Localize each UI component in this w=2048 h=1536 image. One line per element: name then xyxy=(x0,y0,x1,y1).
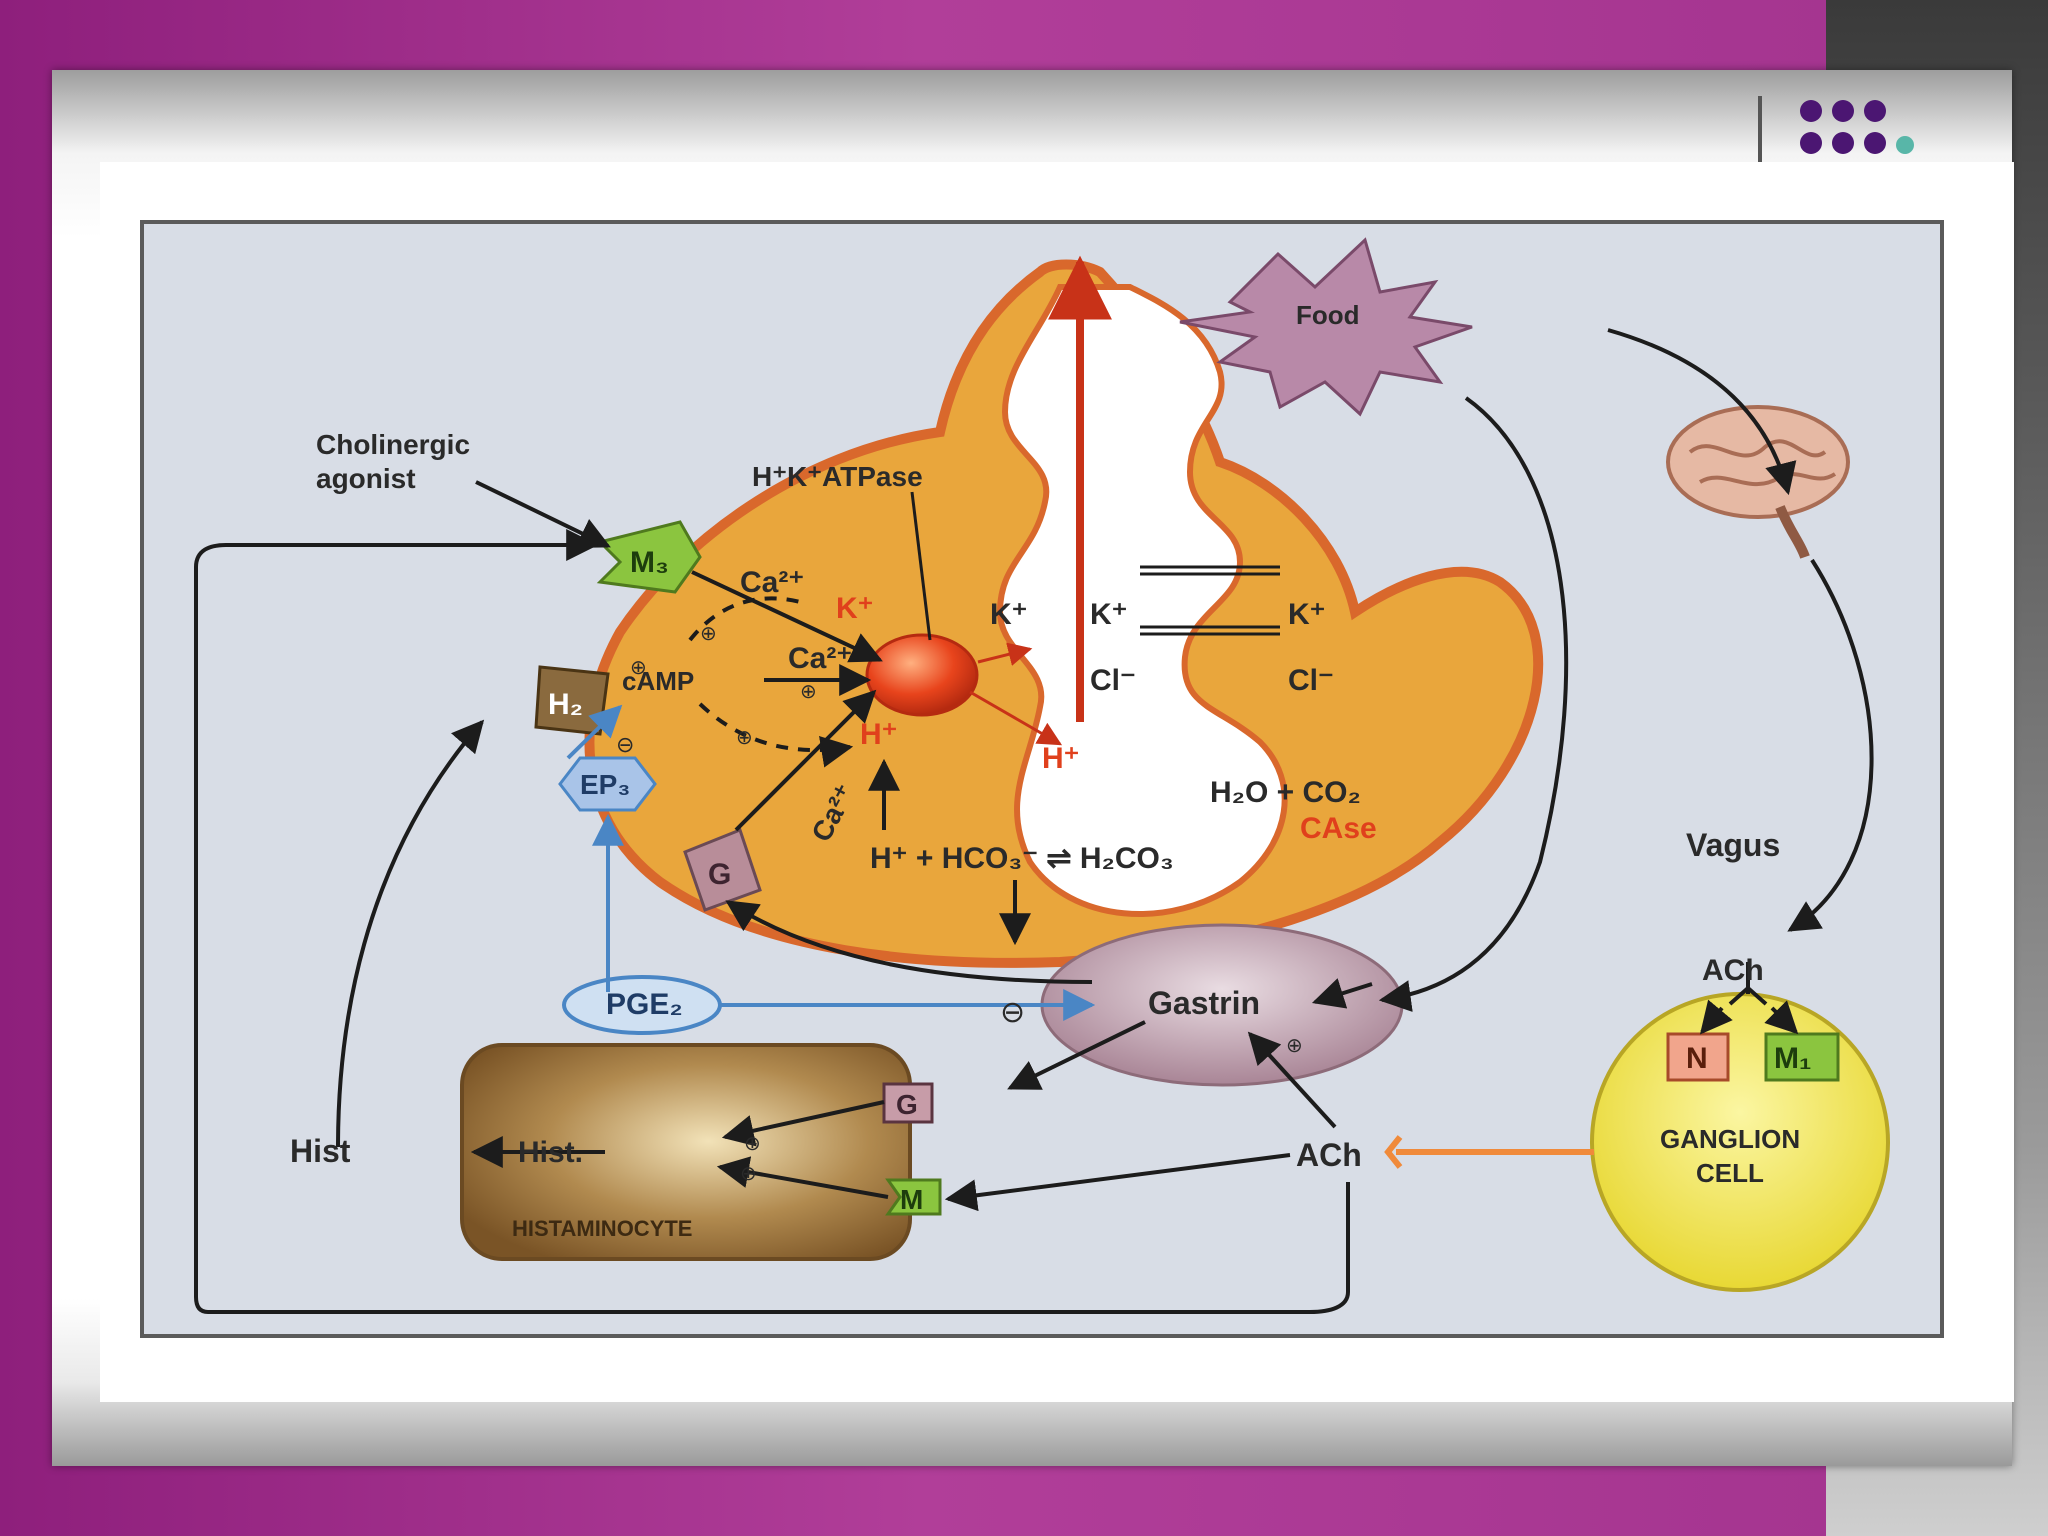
m-small-receptor-icon xyxy=(885,1178,942,1216)
pge2-label: PGE₂ xyxy=(606,988,683,1021)
g-small-label: G xyxy=(896,1089,918,1120)
cholinergic-label: Cholinergic xyxy=(316,429,470,460)
plus-sign: ⊕ xyxy=(1286,1035,1303,1057)
hk-atpase-pointer xyxy=(910,491,932,641)
k-lumen-label: K⁺ xyxy=(990,598,1028,631)
m3-label: M₃ xyxy=(630,546,669,579)
ach-to-m1-arrow xyxy=(1764,1000,1799,1035)
g-label: G xyxy=(708,858,731,891)
brand-dots-logo xyxy=(1800,96,1940,160)
k-lumen-arrow xyxy=(977,642,1033,666)
ach-to-n-arrow xyxy=(1699,999,1733,1035)
ach-to-m-arrow xyxy=(944,1153,1291,1212)
ach-vagus-label: ACh xyxy=(1702,954,1764,987)
gastrin-to-hist-arrow xyxy=(1007,1020,1146,1090)
g-to-pump-arrow xyxy=(734,689,877,832)
ach-loop-arrow xyxy=(194,529,1350,1314)
ganglion-label-1: GANGLION xyxy=(1660,1124,1800,1154)
ca-arrow xyxy=(691,570,883,663)
h-lumen-arrow xyxy=(969,690,1063,746)
gastric-acid-secretion-diagram: Cholinergic agonist H⁺K⁺ATPase M₃ H₂ cAM… xyxy=(140,220,1944,1338)
cl-left-label: Cl⁻ xyxy=(1090,664,1136,697)
histaminocyte-cell xyxy=(460,1043,912,1261)
plus-sign: ⊕ xyxy=(630,657,647,679)
m3-receptor-icon xyxy=(596,520,702,594)
h2-label: H₂ xyxy=(548,688,583,721)
ach-to-gastrin-arrow xyxy=(1247,1031,1337,1129)
camp-label: cAMP xyxy=(622,666,694,696)
plus-sign: ⊕ xyxy=(700,623,717,645)
ep3-label: EP₃ xyxy=(580,769,630,800)
g-to-hist-arrow xyxy=(721,1100,885,1147)
plus-sign: ⊕ xyxy=(736,727,753,749)
m1-receptor-icon xyxy=(1764,1032,1840,1082)
k-right-label: K⁺ xyxy=(1288,598,1326,631)
histaminocyte-label: HISTAMINOCYTE xyxy=(512,1216,692,1241)
brain-to-vagus-arrow xyxy=(1787,558,1874,932)
secretory-canaliculus xyxy=(996,284,1288,917)
vagus-fork xyxy=(1728,985,1768,1006)
k-left-label: K⁺ xyxy=(1090,598,1128,631)
plus-sign: ⊕ xyxy=(744,1133,761,1155)
water-co2-label: H₂O + CO₂ xyxy=(1210,776,1361,809)
hk-atpase-label: H⁺K⁺ATPase xyxy=(752,461,923,492)
proton-pump-icon xyxy=(865,633,979,717)
ep3-to-camp-arrow xyxy=(566,704,623,760)
minus-sign: ⊖ xyxy=(1000,996,1025,1029)
m-to-hist-arrow xyxy=(716,1156,889,1199)
gastrin-to-g-arrow xyxy=(725,900,1093,984)
h-lumen-label: H⁺ xyxy=(1042,742,1080,775)
bicarbonate-equation: H⁺ + HCO₃⁻ ⇌ H₂CO₃ xyxy=(870,842,1174,875)
cl-right-label: Cl⁻ xyxy=(1288,664,1334,697)
case-label: CAse xyxy=(1300,812,1377,845)
food-to-gastrin-arrow xyxy=(1378,396,1569,1012)
gastrin-short-arrow xyxy=(1311,978,1373,1009)
food-star-icon xyxy=(1179,237,1473,417)
vagus-label: Vagus xyxy=(1686,827,1780,863)
ca-top-label: Ca²⁺ xyxy=(740,566,804,599)
ganglion-label-2: CELL xyxy=(1696,1158,1764,1188)
dashed-arrow-upper xyxy=(688,596,801,642)
logo-divider xyxy=(1758,96,1762,166)
diagram-card: Cholinergic agonist H⁺K⁺ATPase M₃ H₂ cAM… xyxy=(100,162,2014,1402)
plus-sign: ⊕ xyxy=(740,1163,757,1185)
m1-receptor-label: M₁ xyxy=(1774,1042,1811,1075)
dashed-arrow-lower xyxy=(698,702,854,768)
h-red-label: H⁺ xyxy=(860,718,898,751)
minus-sign: ⊖ xyxy=(616,732,634,757)
m-small-label: M xyxy=(900,1184,923,1215)
hist-in-label: Hist. xyxy=(518,1136,583,1169)
ach-main-label: ACh xyxy=(1296,1137,1362,1173)
n-receptor-label: N xyxy=(1686,1042,1708,1075)
ca-mid-label: Ca²⁺ xyxy=(788,642,852,675)
hist-to-h2-arrow xyxy=(336,719,485,1148)
food-to-brain-arrow xyxy=(1607,328,1797,496)
g-receptor-icon xyxy=(683,828,762,912)
food-label: Food xyxy=(1296,300,1360,330)
n-receptor-icon xyxy=(1666,1032,1730,1082)
ep3-receptor-icon xyxy=(558,756,657,812)
hist-out-label: Hist xyxy=(290,1133,351,1169)
k-red-label: K⁺ xyxy=(836,592,874,625)
plus-sign: ⊕ xyxy=(800,681,817,703)
brain-icon xyxy=(1666,405,1850,559)
agonist-label: agonist xyxy=(316,463,416,494)
gastrin-label: Gastrin xyxy=(1148,985,1260,1021)
